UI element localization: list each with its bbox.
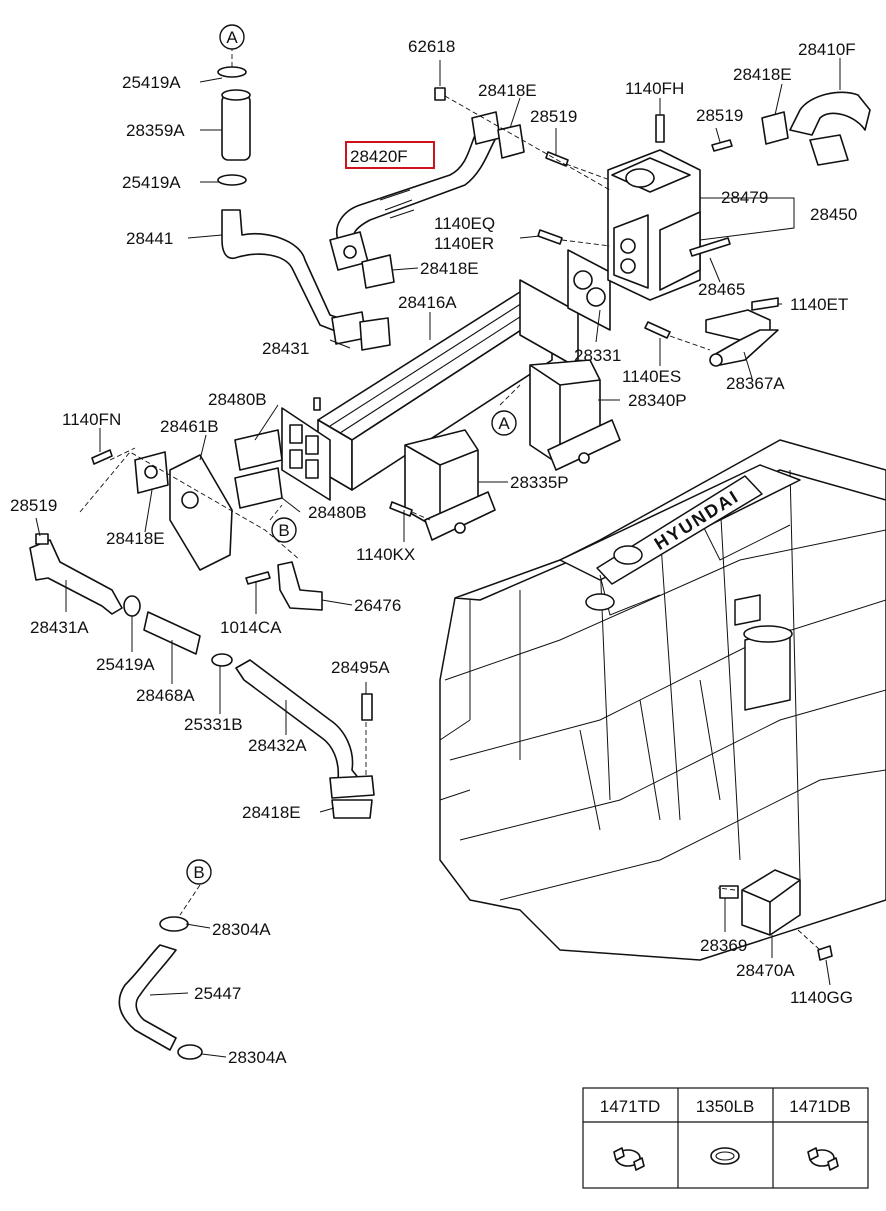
hose-28468a <box>143 611 201 655</box>
part-label: 28441 <box>126 229 173 248</box>
part-label: 28431A <box>30 618 89 637</box>
part-label: 1140FH <box>625 79 684 98</box>
part-label: 25419A <box>96 655 155 674</box>
part-label: 28519 <box>696 106 743 125</box>
part-label: 25331B <box>184 715 243 734</box>
table-header: 1471TD <box>600 1097 660 1116</box>
table-header: 1471DB <box>789 1097 850 1116</box>
pipe-28432a <box>235 659 361 791</box>
part-label: 28470A <box>736 961 795 980</box>
ref-marker-text: A <box>226 28 238 47</box>
part-label: 25419A <box>122 173 181 192</box>
part-label: 26476 <box>354 596 401 615</box>
part-labels: 62618 28418E 28420F 28410F 28418E 1140FH… <box>10 37 857 1067</box>
part-label: 28519 <box>530 107 577 126</box>
part-label: 28495A <box>331 658 390 677</box>
bracket-28367a <box>705 309 779 367</box>
dashed-guides <box>79 38 821 951</box>
clamp-25419a-b <box>123 595 141 617</box>
part-label: 28418E <box>106 529 165 548</box>
hose-clamp-icon <box>807 1147 839 1171</box>
part-label: 28369 <box>700 936 747 955</box>
pipe-28410f <box>761 91 871 166</box>
part-label: 1140KX <box>356 545 415 564</box>
part-label: 28331 <box>574 346 621 365</box>
bracket-28335p <box>404 429 496 541</box>
ref-marker-text: A <box>498 414 510 433</box>
part-label: 25447 <box>194 984 241 1003</box>
hose-28359a <box>217 66 251 186</box>
leader-lines <box>35 58 841 1058</box>
part-label: 28418E <box>420 259 479 278</box>
part-label: 1140EQ <box>434 214 495 233</box>
part-label: 25419A <box>122 73 181 92</box>
part-label: 28450 <box>810 205 857 224</box>
part-label: 28480B <box>208 390 267 409</box>
part-label: 28418E <box>478 81 537 100</box>
part-label: 28418E <box>733 65 792 84</box>
part-label: 28461B <box>160 417 219 436</box>
clamp-28304a-bottom <box>177 1044 203 1060</box>
part-label-highlighted[interactable]: 28420F <box>350 147 408 166</box>
gasket-28418e-d <box>329 775 375 799</box>
pipe-28420f <box>329 119 499 271</box>
clamp-28304a-top <box>159 916 189 932</box>
part-label: 28468A <box>136 686 195 705</box>
gasket-28480b <box>234 429 283 509</box>
ref-marker-b-bottom: B <box>186 859 212 885</box>
bracket-28340p <box>529 359 621 471</box>
part-label: 28304A <box>212 920 271 939</box>
engine-block <box>439 439 886 961</box>
part-label: 1014CA <box>220 618 282 637</box>
hose-25447 <box>118 944 177 1051</box>
pipe-28431a <box>29 539 123 615</box>
table-header: 1350LB <box>696 1097 755 1116</box>
gasket-28418e-c <box>361 254 395 289</box>
fasteners <box>35 87 833 961</box>
plate-28461b <box>134 451 233 571</box>
highlight-box <box>345 141 435 169</box>
part-label: 28359A <box>126 121 185 140</box>
part-label: 28432A <box>248 736 307 755</box>
gasket-28431-b <box>359 317 391 351</box>
part-label: 28304A <box>228 1048 287 1067</box>
gasket-28418e-a <box>471 111 501 145</box>
pipe-28441 <box>221 209 346 333</box>
parts-table: 1471TD 1350LB 1471DB <box>582 1087 869 1189</box>
egr-valve <box>607 149 701 301</box>
part-label: 28479 <box>721 188 768 207</box>
gasket-28418e-e <box>331 799 373 819</box>
part-label: 28431 <box>262 339 309 358</box>
gasket-28418e-b <box>497 124 525 159</box>
sensor-28470a <box>719 869 801 936</box>
bolt-28465 <box>689 237 731 257</box>
part-label: 1140FN <box>62 410 121 429</box>
part-label: 28480B <box>308 503 367 522</box>
ref-marker-text: B <box>193 863 204 882</box>
o-ring-icon <box>710 1147 740 1165</box>
part-label: 1140ET <box>790 295 848 314</box>
clamp-25331b <box>211 653 233 667</box>
part-label: 28367A <box>726 374 785 393</box>
part-label: 28335P <box>510 473 569 492</box>
part-label: 1140ES <box>622 367 681 386</box>
part-label: 28519 <box>10 496 57 515</box>
ref-marker-text: B <box>278 521 289 540</box>
hose-clamp-icon <box>613 1147 645 1171</box>
part-label: 28410F <box>798 40 856 59</box>
part-label: 1140ER <box>434 234 494 253</box>
part-label: 1140GG <box>790 988 853 1007</box>
part-label: 28465 <box>698 280 745 299</box>
part-label: 28418E <box>242 803 301 822</box>
ref-marker-a-mid: A <box>491 410 517 436</box>
part-label: 28340P <box>628 391 687 410</box>
part-label: 62618 <box>408 37 455 56</box>
ref-marker-b-mid: B <box>271 517 297 543</box>
egr-cooler <box>281 279 579 501</box>
bracket-26476 <box>277 561 323 611</box>
part-label: 28416A <box>398 293 457 312</box>
ref-marker-a-top: A <box>219 24 245 50</box>
